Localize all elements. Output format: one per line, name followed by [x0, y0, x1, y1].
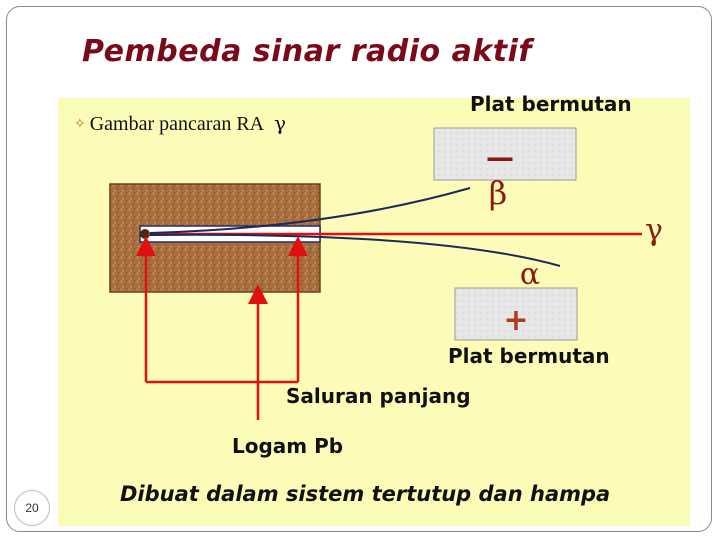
metal-label: Logam Pb [232, 434, 344, 458]
bullet-item: ✧Gambar pancaran RA γ [74, 111, 286, 136]
caption: Dibuat dalam sistem tertutup dan hampa [120, 482, 611, 506]
bullet-icon: ✧ [74, 117, 86, 132]
page-number-text: 20 [25, 501, 39, 515]
bullet-text: Gambar pancaran RA [89, 113, 265, 135]
gamma-symbol: γ [645, 213, 663, 248]
minus-sign: — [486, 141, 514, 174]
slide-title: Pembeda sinar radio aktif [82, 34, 532, 69]
top-plate [433, 127, 577, 181]
top-plate-label: Plat bermutan [470, 92, 632, 116]
bottom-plate-label: Plat bermutan [448, 344, 610, 368]
page-number: 20 [10, 490, 54, 526]
beta-symbol: β [489, 174, 508, 212]
alpha-symbol: α [520, 257, 540, 292]
content-panel [58, 98, 690, 526]
bottom-plate [454, 287, 578, 341]
bullet-gamma-symbol: γ [274, 111, 287, 135]
plus-sign: + [503, 303, 528, 338]
channel-label: Saluran panjang [286, 384, 471, 408]
beta-ray [149, 187, 471, 234]
alpha-ray [149, 233, 561, 267]
